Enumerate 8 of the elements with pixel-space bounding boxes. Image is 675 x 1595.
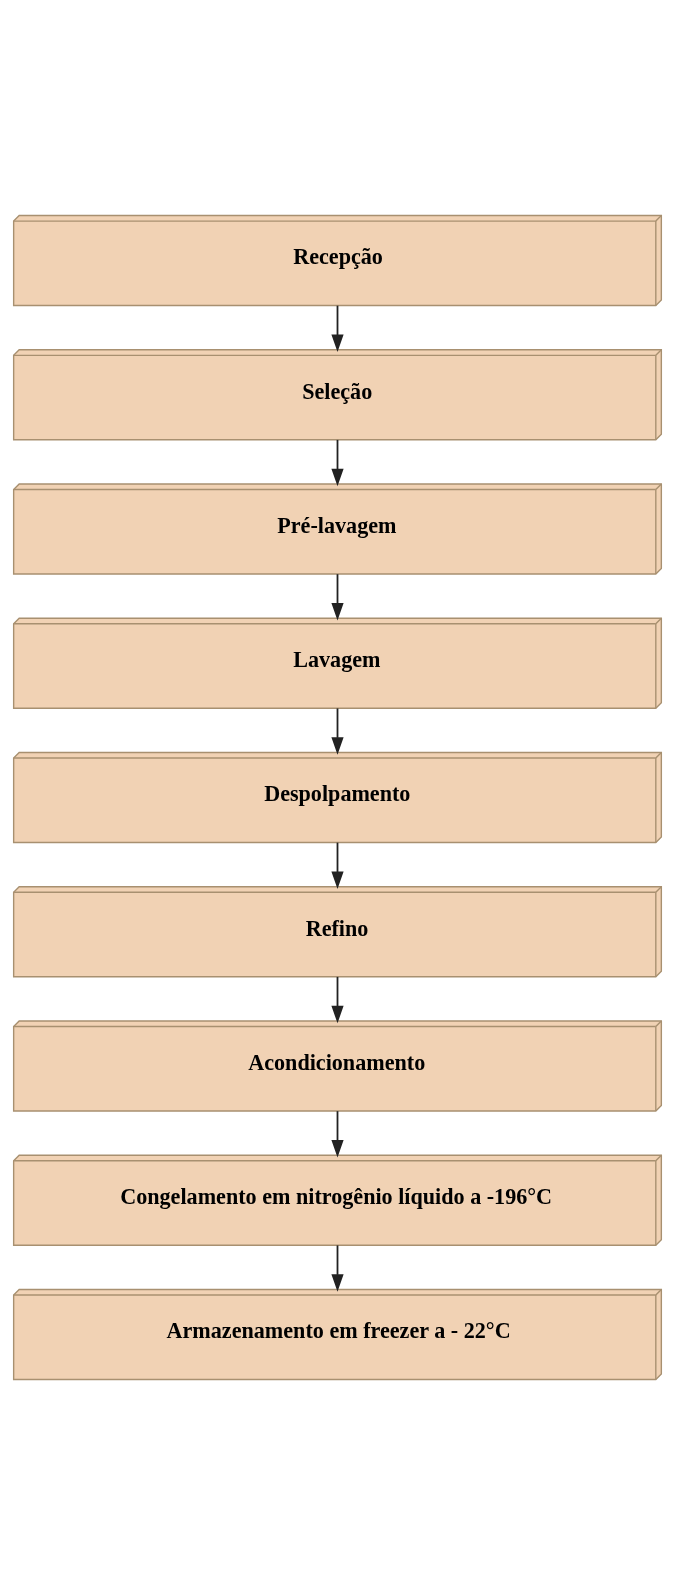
arrow <box>331 976 344 1024</box>
arrow <box>331 707 344 755</box>
arrow <box>331 841 344 890</box>
arrow <box>331 439 344 487</box>
arrow <box>331 573 344 621</box>
arrow <box>331 304 344 353</box>
arrow <box>331 1244 344 1292</box>
arrow <box>331 1110 344 1158</box>
